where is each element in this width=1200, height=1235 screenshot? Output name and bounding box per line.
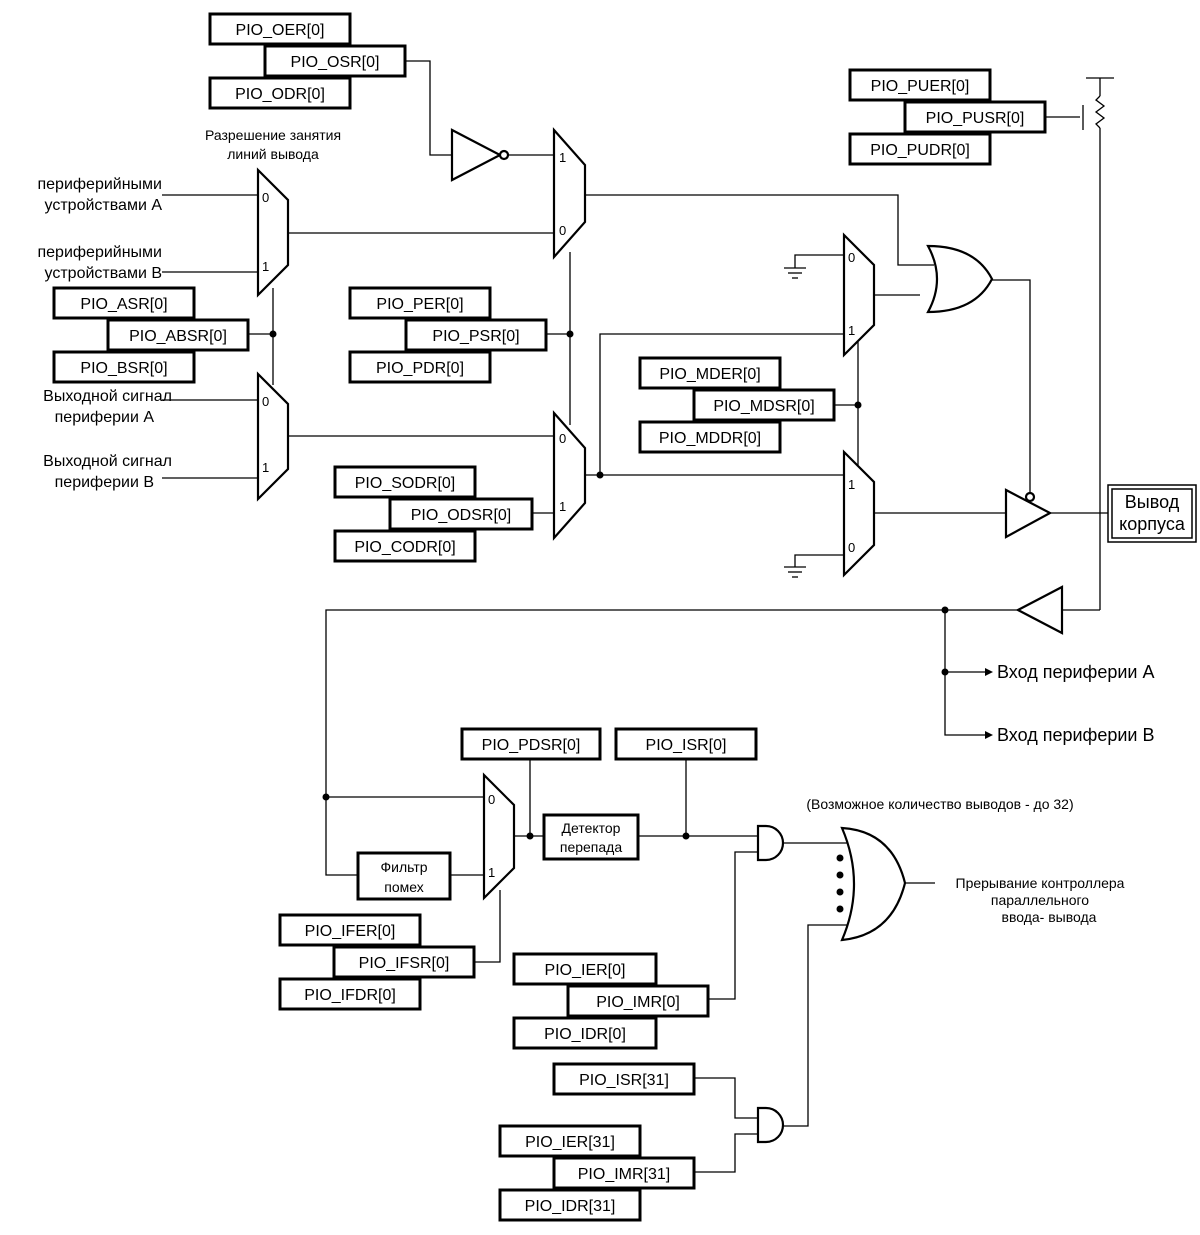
mux-data-output: 0 1 [552, 410, 587, 541]
register-group-if: PIO_IFER[0] PIO_IFSR[0] PIO_IFDR[0] [278, 913, 476, 1011]
register-pio-imr0: PIO_IMR[0] [596, 994, 680, 1011]
register-pio-ier0: PIO_IER[0] [545, 962, 626, 979]
register-pio-puer: PIO_PUER[0] [871, 78, 970, 95]
register-pio-ifer: PIO_IFER[0] [305, 923, 396, 940]
register-group-int0: PIO_IER[0] PIO_IMR[0] PIO_IDR[0] [512, 952, 710, 1050]
input-buffer [1015, 585, 1064, 635]
svg-text:параллельного: параллельного [991, 892, 1089, 908]
mux-multidrive-enable: 0 1 [842, 232, 876, 358]
svg-text:Фильтр: Фильтр [380, 859, 427, 875]
label-out-b: Выходной сигнал [43, 453, 172, 470]
pad-box: Вывод корпуса [1107, 484, 1197, 543]
svg-text:устройствами А: устройствами А [45, 197, 163, 214]
register-pio-mder: PIO_MDER[0] [659, 366, 760, 383]
svg-text:линий вывода: линий вывода [227, 146, 319, 162]
svg-text:устройствами В: устройствами В [45, 265, 162, 282]
label-in-a: Вход периферии А [997, 662, 1155, 682]
svg-text:периферии А: периферии А [55, 409, 155, 426]
register-pio-ifdr: PIO_IFDR[0] [304, 987, 396, 1004]
svg-text:1: 1 [848, 477, 855, 492]
register-pio-pdsr: PIO_PDSR[0] [482, 737, 581, 754]
mux-periph-select: 0 1 [256, 167, 290, 298]
edge-detector: Детектор перепада [542, 813, 640, 861]
svg-text:0: 0 [262, 190, 269, 205]
svg-text:0: 0 [488, 792, 495, 807]
junctions [269, 330, 949, 913]
and-gate-31 [756, 1106, 785, 1144]
svg-text:1: 1 [262, 259, 269, 274]
text-labels: Разрешение занятия линий вывода перифери… [37, 127, 1154, 925]
svg-text:Вывод: Вывод [1125, 492, 1180, 512]
label-periph-a: периферийными [37, 176, 162, 193]
register-pio-isr31: PIO_ISR[31] [579, 1072, 669, 1089]
register-pio-odsr: PIO_ODSR[0] [411, 507, 511, 524]
register-pio-per: PIO_PER[0] [376, 296, 463, 313]
output-buffer [1004, 488, 1053, 539]
mux-multidrive-data: 1 0 [842, 449, 876, 578]
mux-output-enable: 1 0 [552, 127, 587, 260]
label-out-a: Выходной сигнал [43, 388, 172, 405]
register-group-oer: PIO_OER[0] PIO_OSR[0] PIO_ODR[0] [208, 12, 407, 110]
register-pio-codr: PIO_CODR[0] [354, 539, 455, 556]
register-pio-pusr: PIO_PUSR[0] [926, 110, 1025, 127]
svg-text:1: 1 [848, 323, 855, 338]
register-pio-imr31: PIO_IMR[31] [578, 1166, 670, 1183]
register-pio-oer: PIO_OER[0] [236, 22, 325, 39]
inverter-output-enable [450, 128, 510, 182]
label-periph-b: периферийными [37, 244, 162, 261]
register-pio-bsr: PIO_BSR[0] [80, 360, 167, 377]
register-group-pe: PIO_PER[0] PIO_PSR[0] PIO_PDR[0] [348, 286, 548, 384]
svg-text:ввода- вывода: ввода- вывода [1002, 909, 1097, 925]
svg-text:перепада: перепада [560, 839, 622, 855]
label-in-b: Вход периферии В [997, 725, 1155, 745]
svg-text:Детектор: Детектор [562, 820, 621, 836]
mux-input-filter: 0 1 [482, 772, 516, 901]
and-gate-0 [756, 824, 785, 862]
register-pio-isr0: PIO_ISR[0] [646, 737, 727, 754]
register-pio-ifsr: PIO_IFSR[0] [359, 955, 450, 972]
register-pio-mddr: PIO_MDDR[0] [659, 430, 761, 447]
register-group-md: PIO_MDER[0] PIO_MDSR[0] PIO_MDDR[0] [638, 356, 836, 454]
register-group-int31: PIO_ISR[31] PIO_IER[31] PIO_IMR[31] PIO_… [498, 1062, 696, 1222]
register-pio-osr: PIO_OSR[0] [291, 54, 380, 71]
register-pio-sodr: PIO_SODR[0] [355, 475, 455, 492]
svg-text:1: 1 [488, 865, 495, 880]
svg-text:1: 1 [559, 499, 566, 514]
svg-text:0: 0 [848, 540, 855, 555]
register-pio-psr: PIO_PSR[0] [432, 328, 519, 345]
register-pio-asr: PIO_ASR[0] [80, 296, 167, 313]
glitch-filter: Фильтр помех [356, 851, 452, 901]
register-pio-idr0: PIO_IDR[0] [544, 1026, 626, 1043]
label-interrupt: Прерывание контроллера [956, 875, 1125, 891]
or-gate-interrupt [840, 826, 907, 942]
svg-text:периферии В: периферии В [55, 474, 154, 491]
register-group-od: PIO_SODR[0] PIO_ODSR[0] PIO_CODR[0] [333, 465, 534, 563]
svg-text:помех: помех [384, 879, 423, 895]
arrows [985, 668, 993, 739]
register-pio-mdsr: PIO_MDSR[0] [713, 398, 814, 415]
register-pio-idr31: PIO_IDR[31] [525, 1198, 616, 1215]
svg-text:1: 1 [262, 460, 269, 475]
register-pio-absr: PIO_ABSR[0] [129, 328, 227, 345]
register-pio-ier31: PIO_IER[31] [525, 1134, 615, 1151]
register-pio-odr: PIO_ODR[0] [235, 86, 325, 103]
or-gate-output-enable [926, 244, 994, 314]
register-group-pue: PIO_PUER[0] PIO_PUSR[0] PIO_PUDR[0] [848, 68, 1047, 166]
svg-text:0: 0 [559, 431, 566, 446]
svg-text:корпуса: корпуса [1119, 514, 1186, 534]
register-pio-pudr: PIO_PUDR[0] [870, 142, 970, 159]
label-max-pins: (Возможное количество выводов - до 32) [806, 796, 1073, 812]
svg-text:0: 0 [262, 394, 269, 409]
svg-text:1: 1 [559, 150, 566, 165]
svg-text:0: 0 [559, 223, 566, 238]
register-group-status: PIO_PDSR[0] PIO_ISR[0] [460, 727, 758, 761]
mux-periph-output: 0 1 [256, 371, 290, 502]
register-pio-pdr: PIO_PDR[0] [376, 360, 464, 377]
register-group-abs: PIO_ASR[0] PIO_ABSR[0] PIO_BSR[0] [52, 286, 250, 384]
label-output-enable: Разрешение занятия [205, 127, 341, 143]
svg-text:0: 0 [848, 250, 855, 265]
